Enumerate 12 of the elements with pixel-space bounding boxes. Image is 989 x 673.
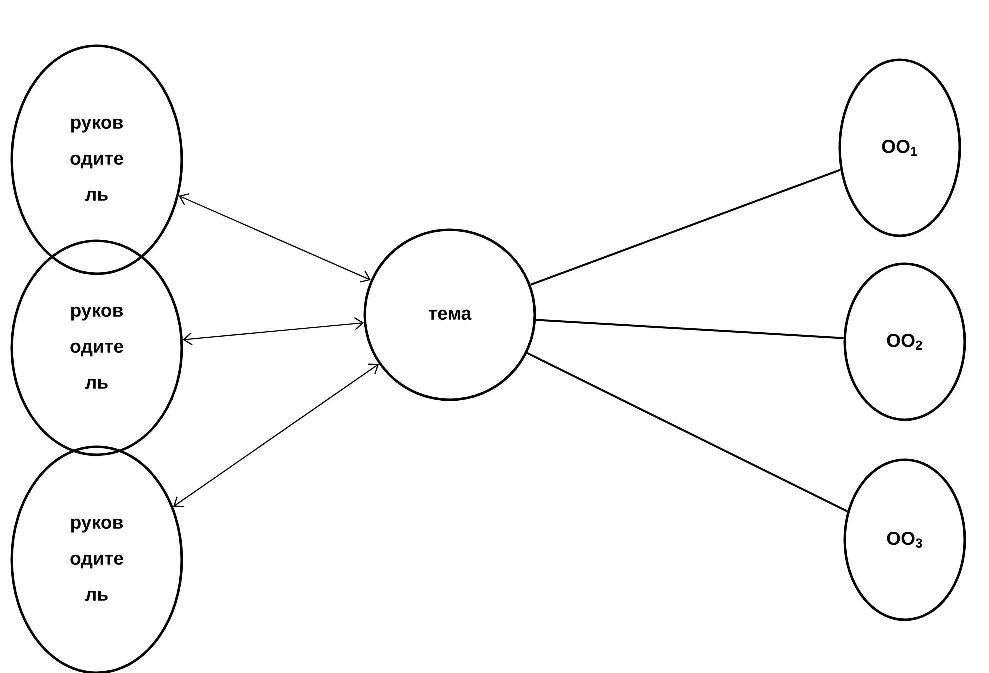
connector xyxy=(173,364,380,508)
connector xyxy=(536,319,844,340)
connector xyxy=(183,317,364,346)
ellipse-node: тема xyxy=(364,228,536,402)
ellipse-node: ОО$_{1}$ xyxy=(838,58,962,238)
connector xyxy=(526,352,848,512)
connector xyxy=(178,194,372,283)
connector xyxy=(530,169,841,286)
ellipse-node: руков одите ль xyxy=(10,240,184,456)
ellipse-node: ОО$_{2}$ xyxy=(844,262,966,422)
ellipse-node: ОО$_{3}$ xyxy=(844,458,966,622)
ellipse-node: руков одите ль xyxy=(10,44,184,276)
